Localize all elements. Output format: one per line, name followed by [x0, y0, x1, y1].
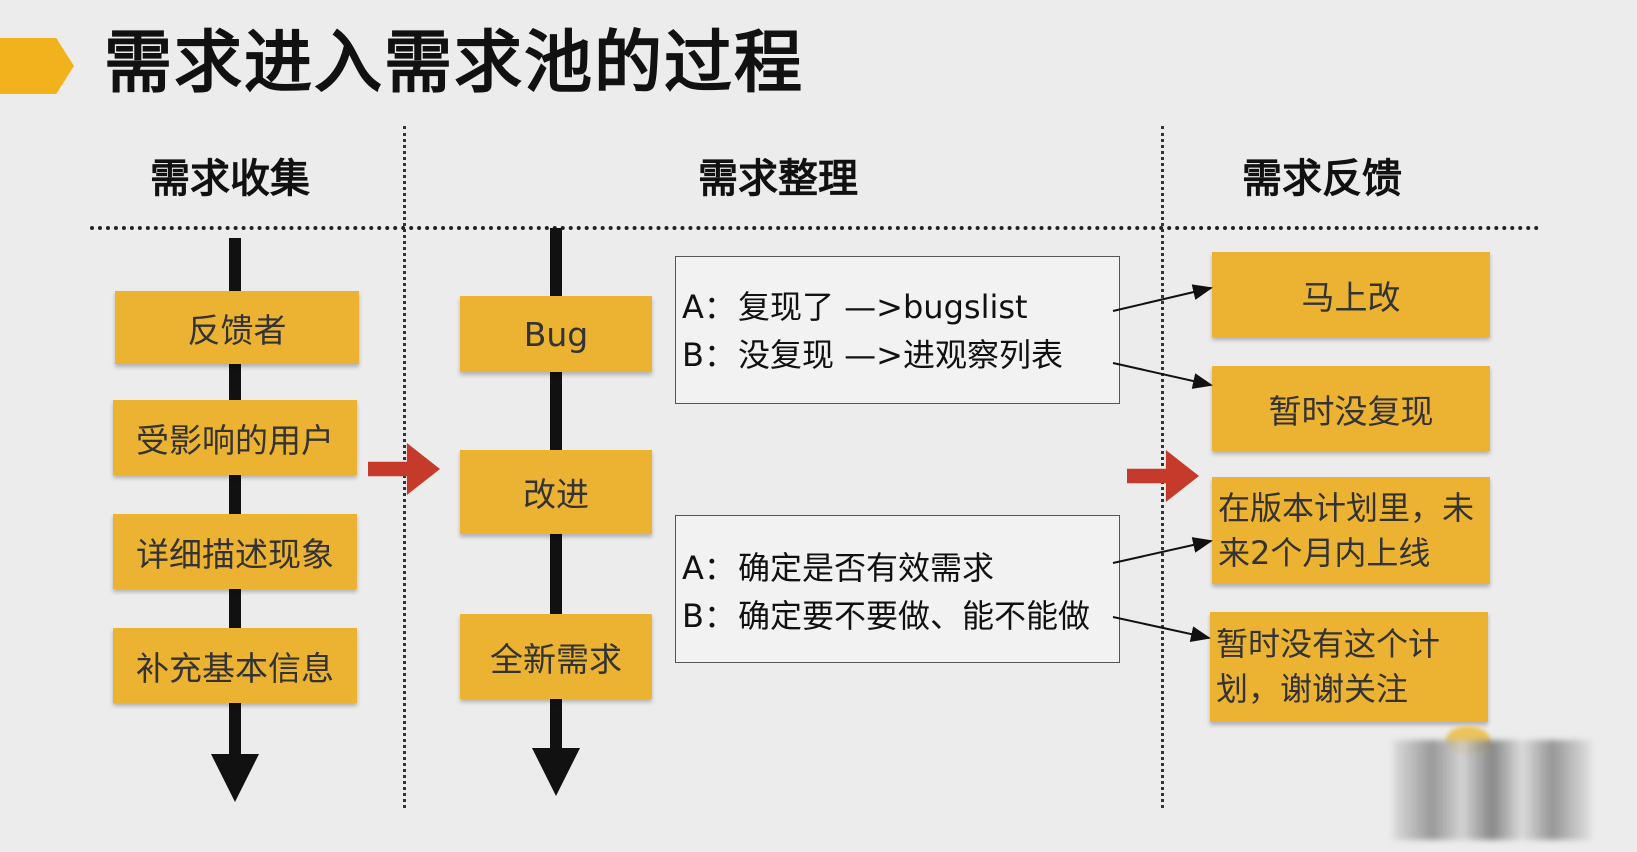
organize-step-bug: Bug: [460, 296, 652, 372]
column-divider-2: [1161, 126, 1164, 808]
connector-bug-a: [1112, 284, 1213, 312]
need-handling-note: A： 确定是否有效需求 B： 确定要不要做、能不能做: [675, 515, 1120, 663]
need-note-line-b: B： 确定要不要做、能不能做: [682, 592, 1119, 640]
collect-step-feedbacker: 反馈者: [115, 291, 359, 364]
collect-step-describe: 详细描述现象: [113, 514, 357, 589]
bug-note-b-text: 没复现 —>进观察列表: [738, 336, 1063, 374]
need-note-a-key: A：: [682, 549, 736, 587]
feedback-in-plan: 在版本计划里，未来2个月内上线: [1212, 477, 1490, 584]
column-header-feedback: 需求反馈: [1242, 156, 1402, 202]
organize-step-new-need: 全新需求: [460, 614, 652, 699]
bug-note-b-key: B：: [682, 336, 736, 374]
collect-step-affected-users: 受影响的用户: [113, 400, 357, 475]
collect-flow-arrowhead: [211, 754, 259, 802]
bug-note-a-text: 复现了 —>bugslist: [738, 288, 1028, 326]
need-note-a-text: 确定是否有效需求: [738, 549, 995, 587]
connector-need-a: [1112, 537, 1213, 564]
collect-step-basic-info: 补充基本信息: [113, 628, 357, 703]
connector-need-b: [1112, 616, 1211, 642]
organize-flow-arrowhead: [532, 748, 580, 796]
bug-note-line-b: B： 没复现 —>进观察列表: [682, 331, 1119, 379]
column-header-collect: 需求收集: [150, 156, 310, 202]
feedback-fix-now: 马上改: [1212, 252, 1490, 337]
bug-handling-note: A： 复现了 —>bugslist B： 没复现 —>进观察列表: [675, 256, 1120, 404]
bug-note-line-a: A： 复现了 —>bugslist: [682, 283, 1119, 331]
need-note-b-text: 确定要不要做、能不能做: [738, 597, 1091, 635]
need-note-line-a: A： 确定是否有效需求: [682, 544, 1119, 592]
title-marker: [0, 38, 74, 94]
feedback-not-reproduced: 暂时没复现: [1212, 366, 1490, 451]
need-note-b-key: B：: [682, 597, 736, 635]
page-title: 需求进入需求池的过程: [104, 24, 805, 103]
organize-step-improve: 改进: [460, 450, 652, 534]
feedback-no-plan: 暂时没有这个计划，谢谢关注: [1210, 612, 1488, 722]
bug-note-a-key: A：: [682, 288, 736, 326]
blurred-watermark: [1392, 740, 1592, 840]
header-divider: [90, 226, 1540, 230]
connector-bug-b: [1112, 362, 1213, 389]
column-header-organize: 需求整理: [698, 156, 858, 202]
